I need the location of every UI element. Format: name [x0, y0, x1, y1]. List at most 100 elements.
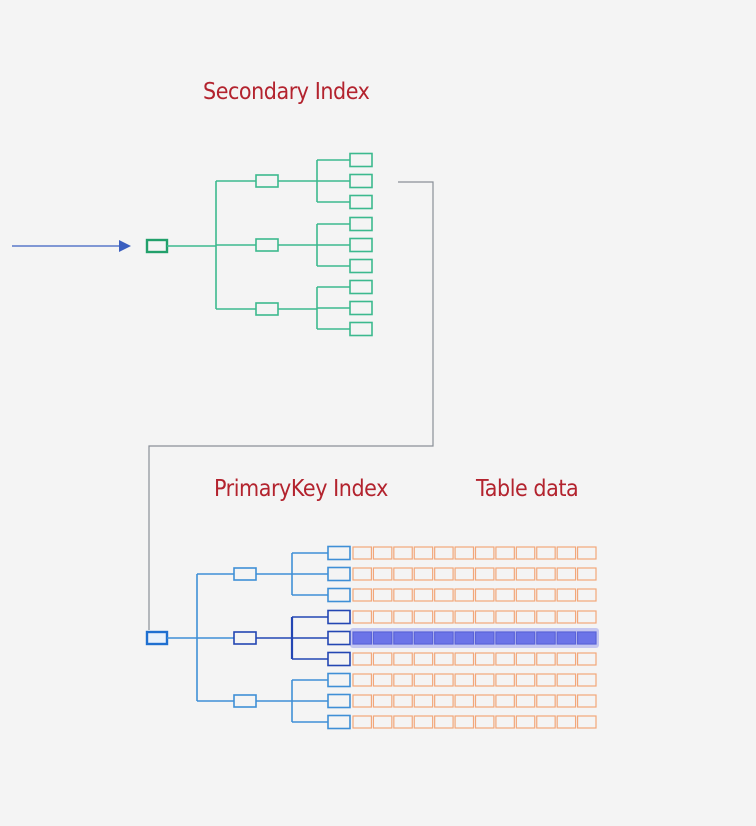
table-cell: [495, 694, 515, 708]
table-cell: [536, 652, 556, 666]
table-cell: [556, 546, 577, 560]
table-data-title: Table data: [476, 476, 579, 502]
table-cell: [434, 673, 454, 687]
table-cell: [556, 567, 577, 581]
table-cell: [474, 610, 495, 624]
table-cell: [372, 694, 393, 708]
table-cell: [474, 588, 495, 602]
table-cell: [495, 715, 515, 729]
secondary-branch-node: [255, 302, 279, 316]
table-cell: [434, 567, 454, 581]
primary-leaf-node: [327, 693, 351, 709]
table-cell: [515, 673, 536, 687]
table-cell: [556, 610, 577, 624]
table-cell-highlighted: [536, 631, 556, 645]
table-cell: [556, 715, 577, 729]
table-cell: [352, 715, 373, 729]
table-cell: [576, 652, 597, 666]
table-cell: [454, 652, 475, 666]
secondary-leaf-node: [349, 279, 373, 295]
table-cell: [454, 715, 475, 729]
table-cell: [576, 694, 597, 708]
primary-branch-node: [233, 631, 257, 645]
table-cell: [454, 610, 475, 624]
table-cell-highlighted: [495, 631, 515, 645]
table-cell: [413, 673, 434, 687]
table-cell: [454, 567, 475, 581]
table-cell: [576, 546, 597, 560]
table-cell: [413, 567, 434, 581]
table-cell: [556, 588, 577, 602]
table-cell: [372, 673, 393, 687]
table-cell: [393, 694, 413, 708]
table-cell: [372, 715, 393, 729]
table-cell: [536, 588, 556, 602]
table-cell: [576, 715, 597, 729]
table-cell: [474, 652, 495, 666]
secondary-index-title: Secondary Index: [203, 79, 370, 105]
table-cell: [515, 652, 536, 666]
table-cell: [434, 694, 454, 708]
table-cell: [495, 567, 515, 581]
primary-leaf-node: [327, 672, 351, 688]
table-cell: [413, 588, 434, 602]
table-cell: [536, 610, 556, 624]
primary-leaf-node: [327, 714, 351, 730]
table-cell: [474, 715, 495, 729]
table-cell: [393, 588, 413, 602]
table-cell: [393, 546, 413, 560]
table-cell: [576, 588, 597, 602]
primary-key-index-title: PrimaryKey Index: [214, 476, 388, 502]
table-cell: [515, 567, 536, 581]
table-cell: [495, 673, 515, 687]
table-cell: [393, 673, 413, 687]
primary-branch-node: [233, 567, 257, 581]
table-cell: [393, 652, 413, 666]
table-cell: [454, 673, 475, 687]
table-cell: [393, 567, 413, 581]
table-cell: [454, 694, 475, 708]
table-cell: [352, 546, 373, 560]
entry-arrow-head: [119, 240, 131, 252]
table-cell-highlighted: [434, 631, 454, 645]
table-cell: [413, 610, 434, 624]
secondary-root-node: [145, 238, 169, 254]
table-cell: [536, 715, 556, 729]
primary-key-index-tree: [145, 545, 351, 730]
table-cell: [495, 588, 515, 602]
table-cell: [556, 673, 577, 687]
primary-leaf-node: [327, 609, 351, 625]
secondary-leaf-node: [349, 321, 373, 337]
table-cell: [515, 588, 536, 602]
table-cell-highlighted: [474, 631, 495, 645]
table-cell: [434, 588, 454, 602]
table-cell: [576, 610, 597, 624]
table-cell-highlighted: [454, 631, 475, 645]
table-cell: [393, 610, 413, 624]
table-cell: [434, 546, 454, 560]
table-cell-highlighted: [352, 631, 373, 645]
table-cell: [474, 546, 495, 560]
table-cell: [372, 652, 393, 666]
table-cell: [352, 567, 373, 581]
secondary-leaf-node: [349, 258, 373, 274]
table-cell: [536, 694, 556, 708]
table-cell-highlighted: [372, 631, 393, 645]
table-cell: [536, 567, 556, 581]
table-cell: [576, 673, 597, 687]
table-cell: [454, 546, 475, 560]
table-cell: [413, 694, 434, 708]
table-cell: [372, 546, 393, 560]
table-cell: [372, 567, 393, 581]
secondary-leaf-node: [349, 173, 373, 189]
table-cell: [576, 567, 597, 581]
table-cell: [495, 546, 515, 560]
table-cell: [372, 588, 393, 602]
table-cell: [434, 715, 454, 729]
primary-leaf-node: [327, 630, 351, 646]
primary-leaf-node: [327, 545, 351, 561]
table-cell: [434, 652, 454, 666]
table-cell: [515, 694, 536, 708]
table-cell-highlighted: [576, 631, 597, 645]
table-cell: [536, 673, 556, 687]
